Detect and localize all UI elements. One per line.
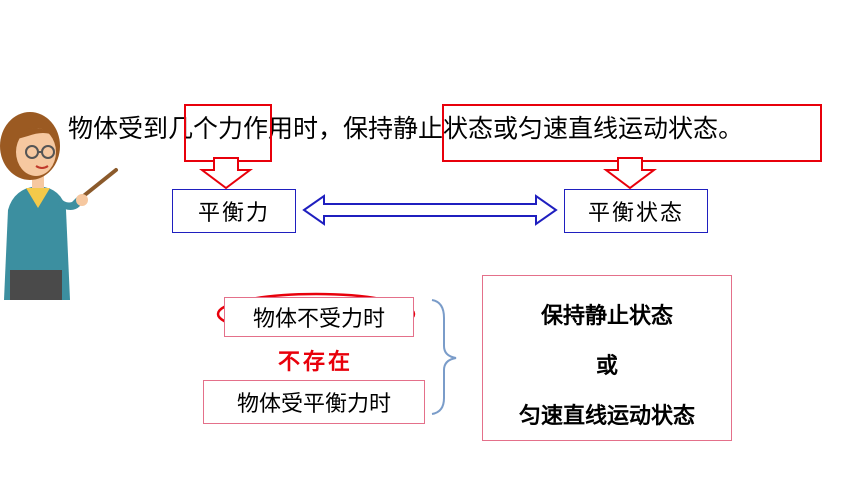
case-balanced-force-label: 物体受平衡力时	[236, 392, 391, 417]
concept-balanced-force: 平衡力	[172, 189, 296, 233]
double-arrow	[302, 194, 558, 226]
statement-part3: 作用时，保持	[243, 114, 394, 143]
concept-balanced-force-label: 平衡力	[197, 201, 270, 226]
concept-equilibrium-state: 平衡状态	[564, 189, 708, 233]
teacher-illustration	[0, 110, 120, 300]
statement-part1: 物体受到	[68, 114, 169, 143]
down-arrow-left	[199, 157, 253, 190]
concept-equilibrium-state-label: 平衡状态	[587, 201, 684, 226]
down-arrow-right	[603, 157, 657, 190]
statement-part4: 静止状态或匀速直线运动状态	[393, 114, 719, 143]
case-balanced-force: 物体受平衡力时	[203, 380, 425, 424]
statement-part5: 。	[718, 114, 744, 143]
curly-brace	[431, 299, 457, 415]
statement-part2: 几个力	[168, 114, 244, 143]
case-no-force: 物体不受力时	[224, 297, 414, 337]
result-line-or: 或	[595, 354, 618, 379]
result-line-uniform-motion: 匀速直线运动状态	[518, 404, 695, 429]
result-box: 保持静止状态 或 匀速直线运动状态	[482, 275, 732, 441]
statement-text: 物体受到几个力作用时，保持静止状态或匀速直线运动状态。	[68, 114, 743, 144]
result-line-static: 保持静止状态	[540, 304, 673, 329]
case-no-force-label: 物体不受力时	[252, 307, 385, 332]
case-no-force-note: 不存在	[278, 350, 354, 375]
